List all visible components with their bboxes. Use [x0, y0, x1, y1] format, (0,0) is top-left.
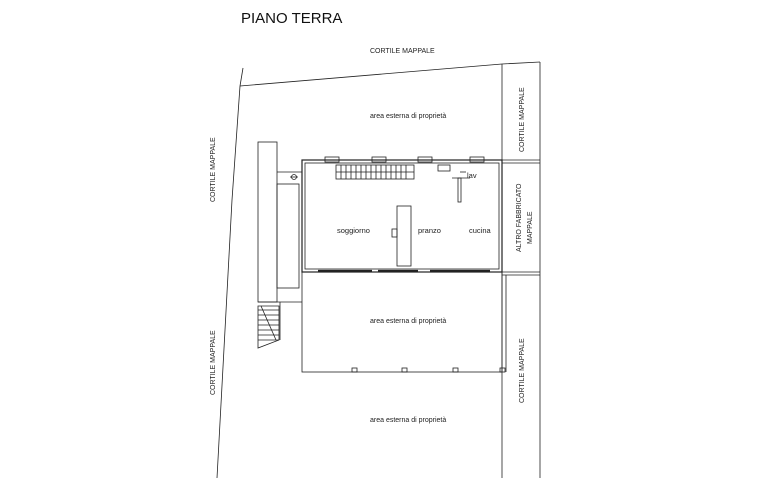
- label-altro-fabbricato-mappale: MAPPALE: [527, 211, 534, 244]
- room-lav: lav: [467, 171, 477, 180]
- label-cortile-top: CORTILE MAPPALE: [370, 48, 435, 55]
- outdoor-stair: [257, 305, 280, 349]
- left-walkway: [257, 141, 302, 340]
- dining-table: [391, 205, 412, 267]
- lower-terrace: [301, 271, 506, 373]
- top-windows: [324, 156, 485, 163]
- room-soggiorno: soggiorno: [337, 226, 370, 235]
- adjacent-building: [502, 159, 540, 372]
- label-area-esterna-3: area esterna di proprietà: [370, 417, 446, 424]
- room-pranzo: pranzo: [418, 226, 441, 235]
- label-cortile-left-upper: CORTILE MAPPALE: [210, 137, 217, 202]
- label-cortile-right-lower: CORTILE MAPPALE: [519, 338, 526, 403]
- kitchen-details: [437, 164, 470, 203]
- label-cortile-right-upper: CORTILE MAPPALE: [519, 87, 526, 152]
- label-area-esterna-1: area esterna di proprietà: [370, 113, 446, 120]
- plan-title: PIANO TERRA: [241, 10, 342, 27]
- label-area-esterna-2: area esterna di proprietà: [370, 318, 446, 325]
- label-cortile-left-lower: CORTILE MAPPALE: [210, 330, 217, 395]
- interior-stair: [335, 164, 415, 180]
- label-altro-fabbricato: ALTRO FABBRICATO: [516, 183, 523, 252]
- room-cucina: cucina: [469, 226, 492, 235]
